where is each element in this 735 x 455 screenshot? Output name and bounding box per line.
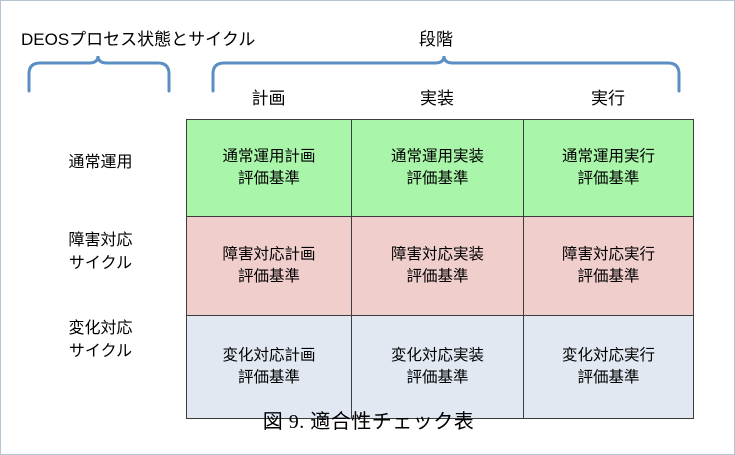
cell-line: 評価基準 [577,170,640,187]
cell-line: 評価基準 [237,170,300,187]
table-row: 通常運用計画 評価基準 通常運用実装 評価基準 通常運用実行 評価基準 [186,119,694,217]
cell-line: 変化対応実行 [561,347,655,365]
matrix-cell-change-plan: 変化対応計画 評価基準 [186,315,352,419]
cell-line: 変化対応計画 [222,347,316,365]
matrix-cell-failure-execution: 障害対応実行 評価基準 [523,216,694,316]
cell-line: 通常運用実装 [390,148,484,166]
cell-line: 評価基準 [577,268,640,285]
row-label-line: サイクル [68,343,133,361]
cell-line: 障害対応実行 [561,246,655,264]
matrix-cell-normal-implementation: 通常運用実装 評価基準 [351,119,524,217]
matrix-cell-change-implementation: 変化対応実装 評価基準 [351,315,524,419]
cell-line: 変化対応実装 [390,347,484,365]
table-row: 障害対応計画 評価基準 障害対応実装 評価基準 障害対応実行 評価基準 [186,216,694,316]
row-label-line: 通常運用 [68,154,133,171]
matrix-cell-failure-plan: 障害対応計画 評価基準 [186,216,352,316]
cell-line: 評価基準 [237,268,300,285]
row-label-line: 障害対応 [68,232,133,249]
group-label-phases: 段階 [419,30,453,49]
brace-right-icon [211,55,681,93]
cell-line: 通常運用実行 [561,148,655,166]
matrix-cell-normal-plan: 通常運用計画 評価基準 [186,119,352,217]
cell-line: 評価基準 [406,268,469,285]
table-row: 変化対応計画 評価基準 変化対応実装 評価基準 変化対応実行 評価基準 [186,315,694,419]
column-header-execution: 実行 [591,89,625,108]
matrix-cell-normal-execution: 通常運用実行 評価基準 [523,119,694,217]
brace-left-icon [27,55,171,93]
column-header-row: 計画 実装 実行 [186,89,693,109]
column-header-implementation: 実装 [420,89,454,108]
group-label-process-states: DEOSプロセス状態とサイクル [21,30,256,49]
cell-line: 評価基準 [237,369,300,386]
cell-line: 通常運用計画 [222,148,316,166]
cell-line: 障害対応実装 [390,246,484,264]
matrix-cell-failure-implementation: 障害対応実装 評価基準 [351,216,524,316]
row-label-failure-response-cycle: 障害対応 サイクル [23,229,178,275]
cell-line: 評価基準 [577,369,640,386]
cell-line: 障害対応計画 [222,246,316,264]
row-label-line: 変化対応 [68,320,133,337]
figure-caption: 図 9. 適合性チェック表 [262,411,475,433]
cell-line: 評価基準 [406,369,469,386]
row-label-line: サイクル [68,255,133,273]
row-label-normal-operation: 通常運用 [23,151,178,174]
conformance-check-matrix: 通常運用計画 評価基準 通常運用実装 評価基準 通常運用実行 評価基準 障害対応… [186,119,694,419]
cell-line: 評価基準 [406,170,469,187]
column-header-plan: 計画 [251,89,286,108]
matrix-cell-change-execution: 変化対応実行 評価基準 [523,315,694,419]
row-label-change-response-cycle: 変化対応 サイクル [23,317,178,363]
